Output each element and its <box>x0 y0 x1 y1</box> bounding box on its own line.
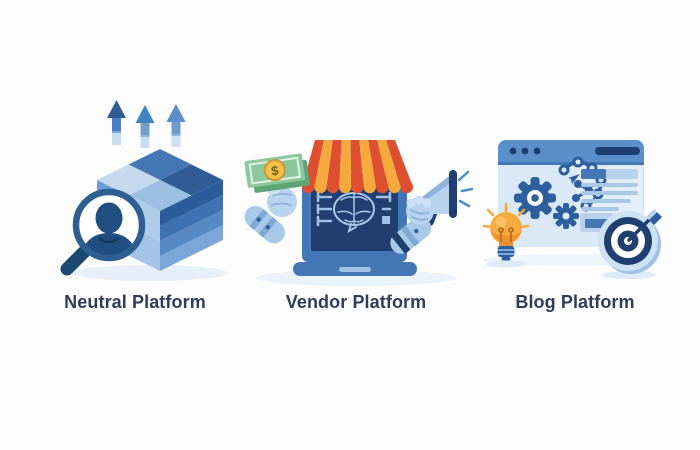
text-lines-icon <box>580 169 638 211</box>
cube-magnifier-illustration <box>60 100 228 281</box>
robot-hand-money-icon: $ <box>244 153 310 244</box>
platform-label-vendor: Vendor Platform <box>285 292 427 312</box>
megaphone-icon <box>414 170 457 227</box>
gear-icon <box>513 177 556 219</box>
platform-card-vendor: $ <box>238 85 474 313</box>
platform-label-neutral: Neutral Platform <box>64 292 206 312</box>
user-silhouette-icon <box>80 202 138 255</box>
browser-illustration <box>482 140 662 279</box>
browser-top-bar <box>497 140 644 162</box>
money-bills-icon: $ <box>244 153 310 193</box>
window-dot <box>521 147 528 155</box>
brain-icon <box>333 192 375 234</box>
laptop-notch <box>339 267 371 272</box>
platform-label-blog: Blog Platform <box>515 292 635 312</box>
blog-illustration <box>468 85 683 287</box>
screen-tick-marks <box>316 191 392 227</box>
lightbulb-icon <box>482 202 529 268</box>
up-arrows-icon <box>107 100 186 148</box>
magnifier-handle <box>60 244 92 276</box>
small-gear-icon <box>552 203 579 229</box>
plane-glyph <box>567 174 580 184</box>
address-bar <box>594 147 640 155</box>
dart-icon <box>626 209 662 242</box>
awning-icon <box>302 140 413 194</box>
window-dot <box>509 147 516 155</box>
robot-hand-megaphone-icon <box>390 170 474 254</box>
vendor-illustration: $ <box>238 85 474 287</box>
laptop-storefront-icon <box>293 174 417 276</box>
ground-shadow <box>72 265 228 281</box>
coin-icon <box>263 159 286 182</box>
sound-waves <box>457 170 474 208</box>
screen-square-mark <box>382 216 390 224</box>
window-dot <box>533 147 540 155</box>
platform-card-neutral: Neutral Platform <box>25 85 245 313</box>
magnifier-user-icon <box>60 188 146 276</box>
platform-card-blog: Blog Platform <box>465 85 685 313</box>
dollar-sign: $ <box>270 163 280 179</box>
dart-target-icon <box>597 209 662 279</box>
storefront-illustration: $ <box>244 140 474 286</box>
neutral-illustration <box>30 85 240 287</box>
